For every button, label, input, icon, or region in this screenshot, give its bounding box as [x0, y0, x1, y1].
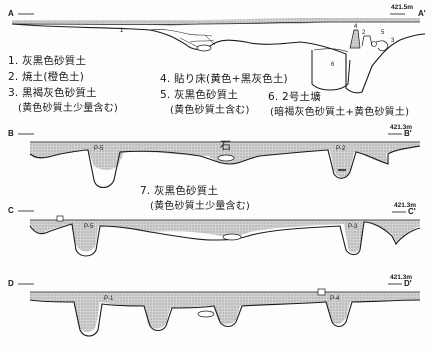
legend-item-4: 4. 貼り床(黄色+黒灰色土): [160, 73, 288, 85]
legend-item-1: 1. 灰黒色砂質土: [8, 55, 87, 67]
section-b-end-label: B': [404, 129, 412, 138]
section-a-label: A: [8, 9, 14, 18]
legend-item-2: 2. 焼土(橙色土): [8, 71, 85, 83]
legend-item-7: 7. 灰黒色砂質土: [140, 185, 219, 197]
layer-number-2: 2: [362, 30, 366, 36]
legend-item-3: 3. 黒褐灰色砂質土: [8, 87, 97, 99]
section-c-label: C: [8, 206, 14, 215]
legend-item-3-note: (黄色砂質土少量含む): [18, 103, 119, 114]
layer-number-4: 4: [354, 24, 358, 30]
legend-item-5: 5. 灰黒色砂質土: [160, 89, 239, 101]
legend-item-6-note: (暗褐灰色砂質土+黄色砂質土): [270, 107, 410, 118]
legend-item-5-note: (黄色砂質土含む): [170, 105, 250, 116]
layer-number-1: 1: [120, 28, 124, 34]
section-d-label: D: [8, 279, 14, 288]
section-d-elevation: 421.3m: [390, 274, 413, 281]
pit-label-d-right: P-4: [330, 296, 340, 302]
layer-number-6: 6: [331, 62, 335, 68]
section-d-end-label: D': [404, 279, 412, 288]
section-c-profile: [18, 210, 421, 257]
section-c-end-label: C': [408, 207, 416, 216]
section-a-end-label: A': [418, 9, 426, 18]
section-a-profile: [11, 13, 426, 94]
section-a-elevation: 421.5m: [391, 4, 414, 11]
section-d-profile: [18, 283, 421, 337]
stone-label: 石: [220, 139, 231, 152]
section-c-elevation: 421.3m: [394, 202, 417, 209]
legend-item-6: 6. 2号土壙: [268, 91, 321, 103]
layer-number-3: 3: [391, 38, 395, 44]
pit-label-d-left: P-1: [104, 296, 114, 302]
pit-label-c-right: P-3: [348, 224, 358, 230]
pit-label-b-right: P-2: [336, 146, 346, 152]
section-b-elevation: 421.3m: [390, 124, 413, 131]
legend-item-7-note: (黄色砂質土少量含む): [150, 201, 251, 212]
pit-label-b-left: P-5: [94, 146, 104, 152]
layer-number-5: 5: [381, 30, 385, 36]
section-b-profile: [18, 133, 421, 189]
pit-label-c-left: P-5: [84, 224, 94, 230]
section-b-label: B: [8, 129, 14, 138]
